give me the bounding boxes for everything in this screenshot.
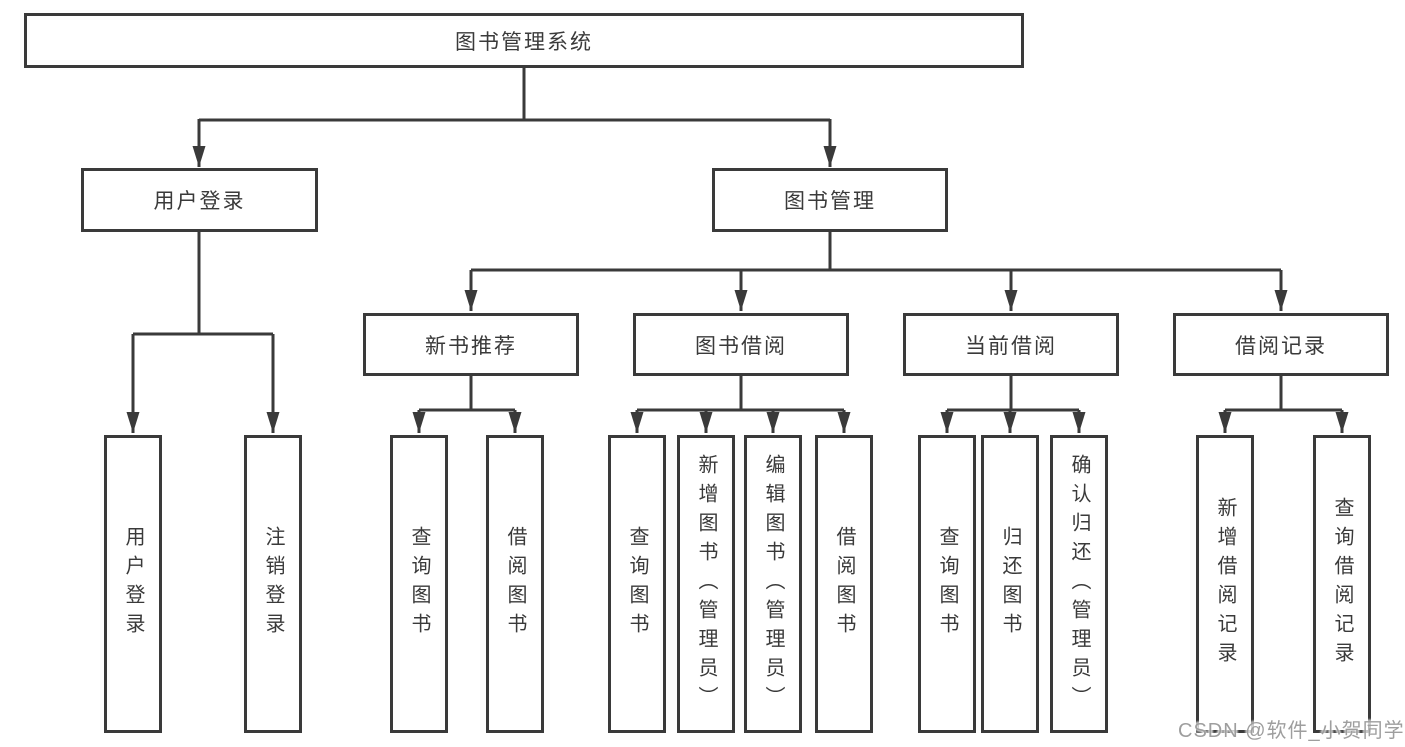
node-borrowing-records: 借阅记录 <box>1173 313 1389 376</box>
connector-br-trunk <box>1225 376 1342 412</box>
node-label: 新书推荐 <box>425 334 517 358</box>
node-label: 查询图书 <box>626 526 648 642</box>
watermark: CSDN @软件_小贺同学 <box>1178 720 1405 742</box>
node-label: 当前借阅 <box>965 334 1057 358</box>
node-label: 借阅记录 <box>1235 334 1327 358</box>
node-label: 用户登录 <box>122 526 144 642</box>
node-book-management: 图书管理 <box>712 168 948 232</box>
node-label: 新增借阅记录 <box>1214 497 1236 671</box>
connector-root-trunk <box>199 68 830 122</box>
connector-bb-trunk <box>637 376 844 412</box>
node-label: 编辑图书（管理员） <box>762 453 784 715</box>
connector-cb-trunk <box>947 376 1079 412</box>
leaf-br-query-record: 查询借阅记录 <box>1313 435 1371 733</box>
leaf-logout-login: 注销登录 <box>244 435 302 733</box>
node-label: 查询图书 <box>408 526 430 642</box>
leaf-br-add-record: 新增借阅记录 <box>1196 435 1254 733</box>
node-new-book-recommend: 新书推荐 <box>363 313 579 376</box>
node-label: 查询借阅记录 <box>1331 497 1353 671</box>
leaf-bb-edit-books-admin: 编辑图书（管理员） <box>744 435 802 733</box>
connector-user-login-trunk <box>133 232 273 336</box>
node-label: 确认归还（管理员） <box>1068 453 1090 715</box>
node-library-system: 图书管理系统 <box>24 13 1024 68</box>
connector-book-mgmt-trunk <box>471 232 1281 272</box>
node-label: 图书管理 <box>784 190 876 213</box>
leaf-nb-borrow-books: 借阅图书 <box>486 435 544 733</box>
node-label: 借阅图书 <box>504 526 526 642</box>
node-user-login: 用户登录 <box>81 168 318 232</box>
leaf-nb-query-books: 查询图书 <box>390 435 448 733</box>
node-label: 图书管理系统 <box>455 30 593 54</box>
node-label: 借阅图书 <box>833 526 855 642</box>
leaf-cb-confirm-return-admin: 确认归还（管理员） <box>1050 435 1108 733</box>
node-label: 图书借阅 <box>695 334 787 358</box>
node-current-borrowing: 当前借阅 <box>903 313 1119 376</box>
leaf-bb-query-books: 查询图书 <box>608 435 666 733</box>
node-label: 用户登录 <box>153 190 246 213</box>
node-label: 新增图书（管理员） <box>695 453 717 715</box>
node-book-borrowing: 图书借阅 <box>633 313 849 376</box>
node-label: 查询图书 <box>936 526 958 642</box>
leaf-cb-return-books: 归还图书 <box>981 435 1039 733</box>
connector-nb-trunk <box>419 376 515 412</box>
node-label: 归还图书 <box>999 526 1021 642</box>
leaf-cb-query-books: 查询图书 <box>918 435 976 733</box>
leaf-user-login: 用户登录 <box>104 435 162 733</box>
node-label: 注销登录 <box>262 526 284 642</box>
leaf-bb-borrow-books: 借阅图书 <box>815 435 873 733</box>
leaf-bb-add-books-admin: 新增图书（管理员） <box>677 435 735 733</box>
